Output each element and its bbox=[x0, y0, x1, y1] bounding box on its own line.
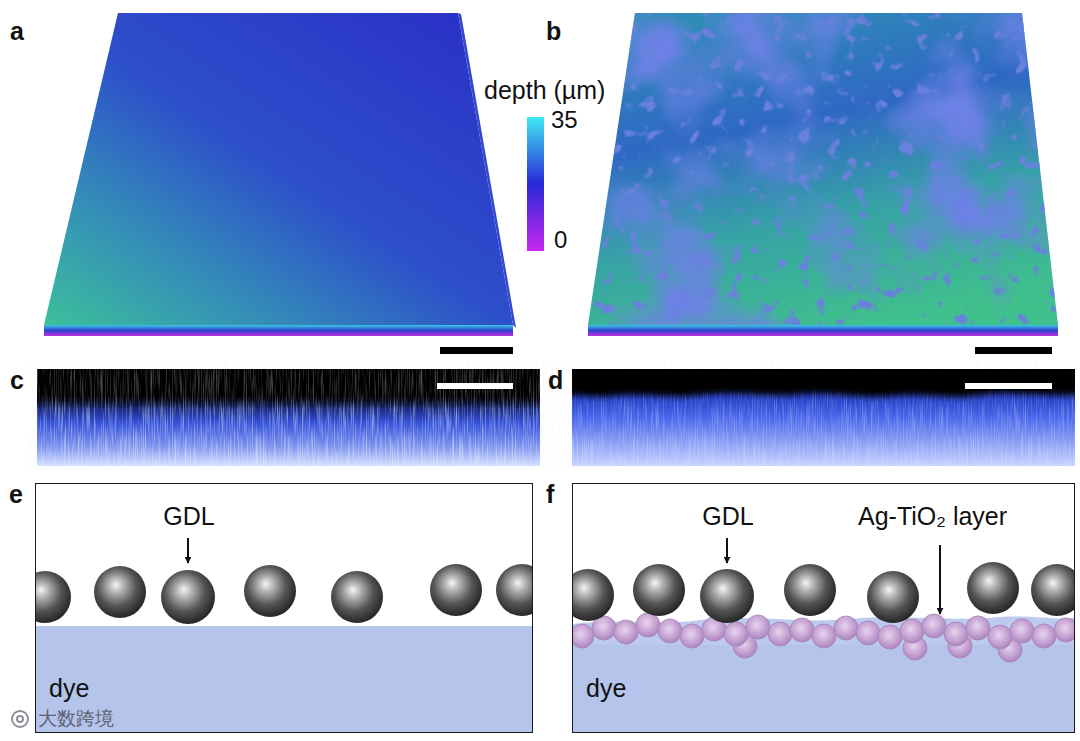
panel-letter: b bbox=[546, 17, 561, 46]
panel-letter: d bbox=[548, 366, 563, 395]
cross-section-image bbox=[37, 369, 540, 466]
dye-region bbox=[573, 636, 1074, 732]
gdl-fiber bbox=[867, 571, 919, 623]
cross-section-panel-c bbox=[37, 369, 540, 466]
region-label: dye bbox=[586, 674, 626, 703]
part-label: GDL bbox=[163, 502, 214, 531]
gdl-fiber bbox=[633, 564, 685, 616]
pointer-arrow bbox=[939, 545, 941, 614]
schematic-e bbox=[36, 564, 532, 732]
gdl-fiber bbox=[1031, 564, 1074, 616]
gdl-fiber bbox=[36, 571, 71, 623]
cross-section-panel-d bbox=[560, 360, 1080, 466]
gdl-fiber bbox=[430, 564, 482, 616]
confocal-3d-panel-b bbox=[580, 10, 1070, 354]
gdl-fiber bbox=[496, 564, 532, 616]
gdl-fiber bbox=[784, 564, 836, 616]
gdl-fiber bbox=[967, 562, 1019, 614]
scale-bar bbox=[437, 383, 513, 389]
colorbar-tick: 0 bbox=[554, 226, 567, 254]
part-label: Ag-TiO₂ layer bbox=[858, 502, 1007, 531]
gdl-fiber bbox=[331, 571, 383, 623]
cross-section-fade bbox=[37, 395, 540, 409]
depth-map-surface bbox=[44, 13, 513, 325]
gdl-fiber bbox=[573, 569, 614, 621]
pointer-arrow bbox=[726, 538, 728, 563]
schematic-box: eGDLdye bbox=[35, 483, 533, 733]
panel-letter: a bbox=[10, 17, 24, 46]
depth-colorbar bbox=[527, 117, 544, 251]
panel-letter: c bbox=[10, 366, 24, 395]
region-label: dye bbox=[49, 674, 89, 703]
depth-map-side bbox=[588, 325, 1058, 336]
cross-section-dark bbox=[37, 369, 540, 395]
confocal-3d-panel-a bbox=[44, 13, 516, 354]
cross-section-dark bbox=[572, 369, 1075, 397]
scale-bar bbox=[965, 383, 1052, 389]
dye-region bbox=[36, 626, 532, 732]
colorbar-title: depth (µm) bbox=[484, 76, 605, 105]
depth-map-edge bbox=[458, 13, 516, 328]
schematic-box: fGDLAg-TiO₂ layerdye bbox=[572, 483, 1075, 733]
watermark: 大数跨境 bbox=[38, 708, 114, 730]
gdl-fiber bbox=[700, 569, 754, 623]
colorbar-tick: 35 bbox=[551, 106, 578, 134]
depth-map-side bbox=[44, 325, 513, 336]
scale-bar bbox=[975, 347, 1052, 354]
depth-map-spots bbox=[580, 10, 1070, 330]
panel-letter: f bbox=[546, 480, 554, 509]
cross-section-texture bbox=[572, 392, 1075, 466]
gdl-fiber bbox=[244, 565, 296, 617]
watermark-logo bbox=[12, 711, 28, 727]
panel-letter: e bbox=[9, 480, 23, 509]
ag-tio2-particles bbox=[573, 613, 1074, 662]
part-label: GDL bbox=[702, 502, 753, 531]
schematic-f bbox=[573, 562, 1074, 732]
depth-map-mottle bbox=[580, 10, 1070, 330]
gdl-fiber bbox=[94, 566, 146, 618]
gdl-fiber bbox=[161, 570, 215, 624]
scale-bar bbox=[440, 347, 513, 354]
pointer-arrow bbox=[187, 538, 189, 563]
